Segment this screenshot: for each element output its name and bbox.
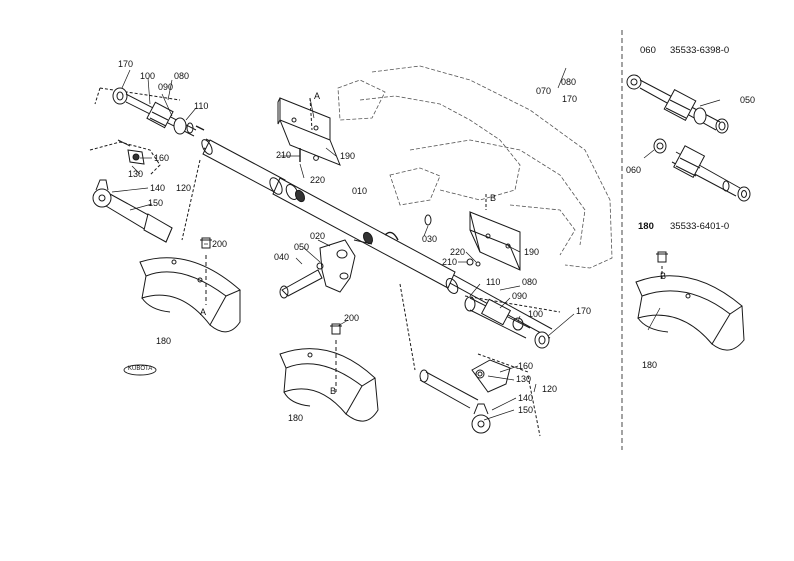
callout-200-left: 200 xyxy=(212,239,228,249)
callout-160-right: 160 xyxy=(518,361,534,371)
subassembly-060-part-number: 35533-6398-0 xyxy=(670,45,730,56)
callout-080-top: 080 xyxy=(561,77,577,87)
subassembly-180-callout-B: B xyxy=(660,271,667,281)
subassembly-060-callout-060: 060 xyxy=(626,165,642,175)
left-tie-rod-end xyxy=(89,139,201,243)
callout-080-right: 080 xyxy=(522,277,538,287)
callout-140-right: 140 xyxy=(518,393,534,403)
callout-220-right: 220 xyxy=(450,247,466,257)
kubota-stamp-text: KUBOTA xyxy=(128,366,153,372)
callout-120-left: 120 xyxy=(176,183,192,193)
callout-040: 040 xyxy=(274,252,290,262)
subassembly-180-drawing xyxy=(635,251,745,351)
callout-150-left: 150 xyxy=(148,198,164,208)
callout-B-center: B xyxy=(330,386,337,396)
kubota-stamp xyxy=(123,364,157,376)
subassembly-180-code: 180 xyxy=(638,221,654,232)
callout-170-top: 170 xyxy=(562,94,578,104)
callout-180-left: 180 xyxy=(156,336,172,346)
callout-190-right: 190 xyxy=(524,247,540,257)
callout-110-right: 110 xyxy=(486,277,501,287)
callout-220-upper: 220 xyxy=(310,175,326,185)
upper-bracket-190 xyxy=(277,97,341,166)
callout-210-right: 210 xyxy=(442,257,458,267)
callout-020: 020 xyxy=(310,231,326,241)
callout-A-left: A xyxy=(200,307,207,317)
callout-180-center: 180 xyxy=(288,413,304,423)
callout-100-left: 100 xyxy=(140,71,156,81)
subassembly-060-drawing xyxy=(626,74,751,202)
callout-140-left: 140 xyxy=(150,183,166,193)
callout-080-left: 080 xyxy=(174,71,190,81)
subassembly-060-callout-050: 050 xyxy=(740,95,756,105)
callout-050-center: 050 xyxy=(294,242,310,252)
right-bracket-190 xyxy=(466,194,521,271)
callout-090-left: 090 xyxy=(158,82,174,92)
subassembly-180-callout-180: 180 xyxy=(642,360,658,370)
callout-A-upper: A xyxy=(314,91,321,101)
chassis-outline xyxy=(337,65,613,269)
callout-120-right: 120 xyxy=(542,384,558,394)
callout-130-left: 130 xyxy=(128,169,144,179)
callout-160-left: 160 xyxy=(154,153,170,163)
callout-170-left: 170 xyxy=(118,59,134,69)
subassembly-060-code: 060 xyxy=(640,45,656,56)
left-shield-180 xyxy=(139,237,241,333)
callout-110-left: 110 xyxy=(194,101,209,111)
center-clamp xyxy=(279,214,432,299)
callout-100-right: 100 xyxy=(528,309,544,319)
callout-150-right: 150 xyxy=(518,405,534,415)
tie-rod-010 xyxy=(201,138,553,339)
callout-200-center: 200 xyxy=(344,313,360,323)
callout-090-right: 090 xyxy=(512,291,528,301)
callout-170-right: 170 xyxy=(576,306,592,316)
callout-010: 010 xyxy=(352,186,368,196)
callout-130-right: 130 xyxy=(516,374,532,384)
right-ball-joint-assembly xyxy=(399,283,561,371)
callout-070: 070 xyxy=(536,86,552,96)
left-ball-joint-assembly xyxy=(94,87,205,137)
callout-030: 030 xyxy=(422,234,438,244)
center-shield-180 xyxy=(279,323,379,422)
subassembly-180-part-number: 35533-6401-0 xyxy=(670,221,730,232)
callout-190-upper: 190 xyxy=(340,151,356,161)
callout-210-upper: 210 xyxy=(276,150,292,160)
callout-B-right: B xyxy=(490,193,497,203)
leader-lines xyxy=(111,67,721,421)
